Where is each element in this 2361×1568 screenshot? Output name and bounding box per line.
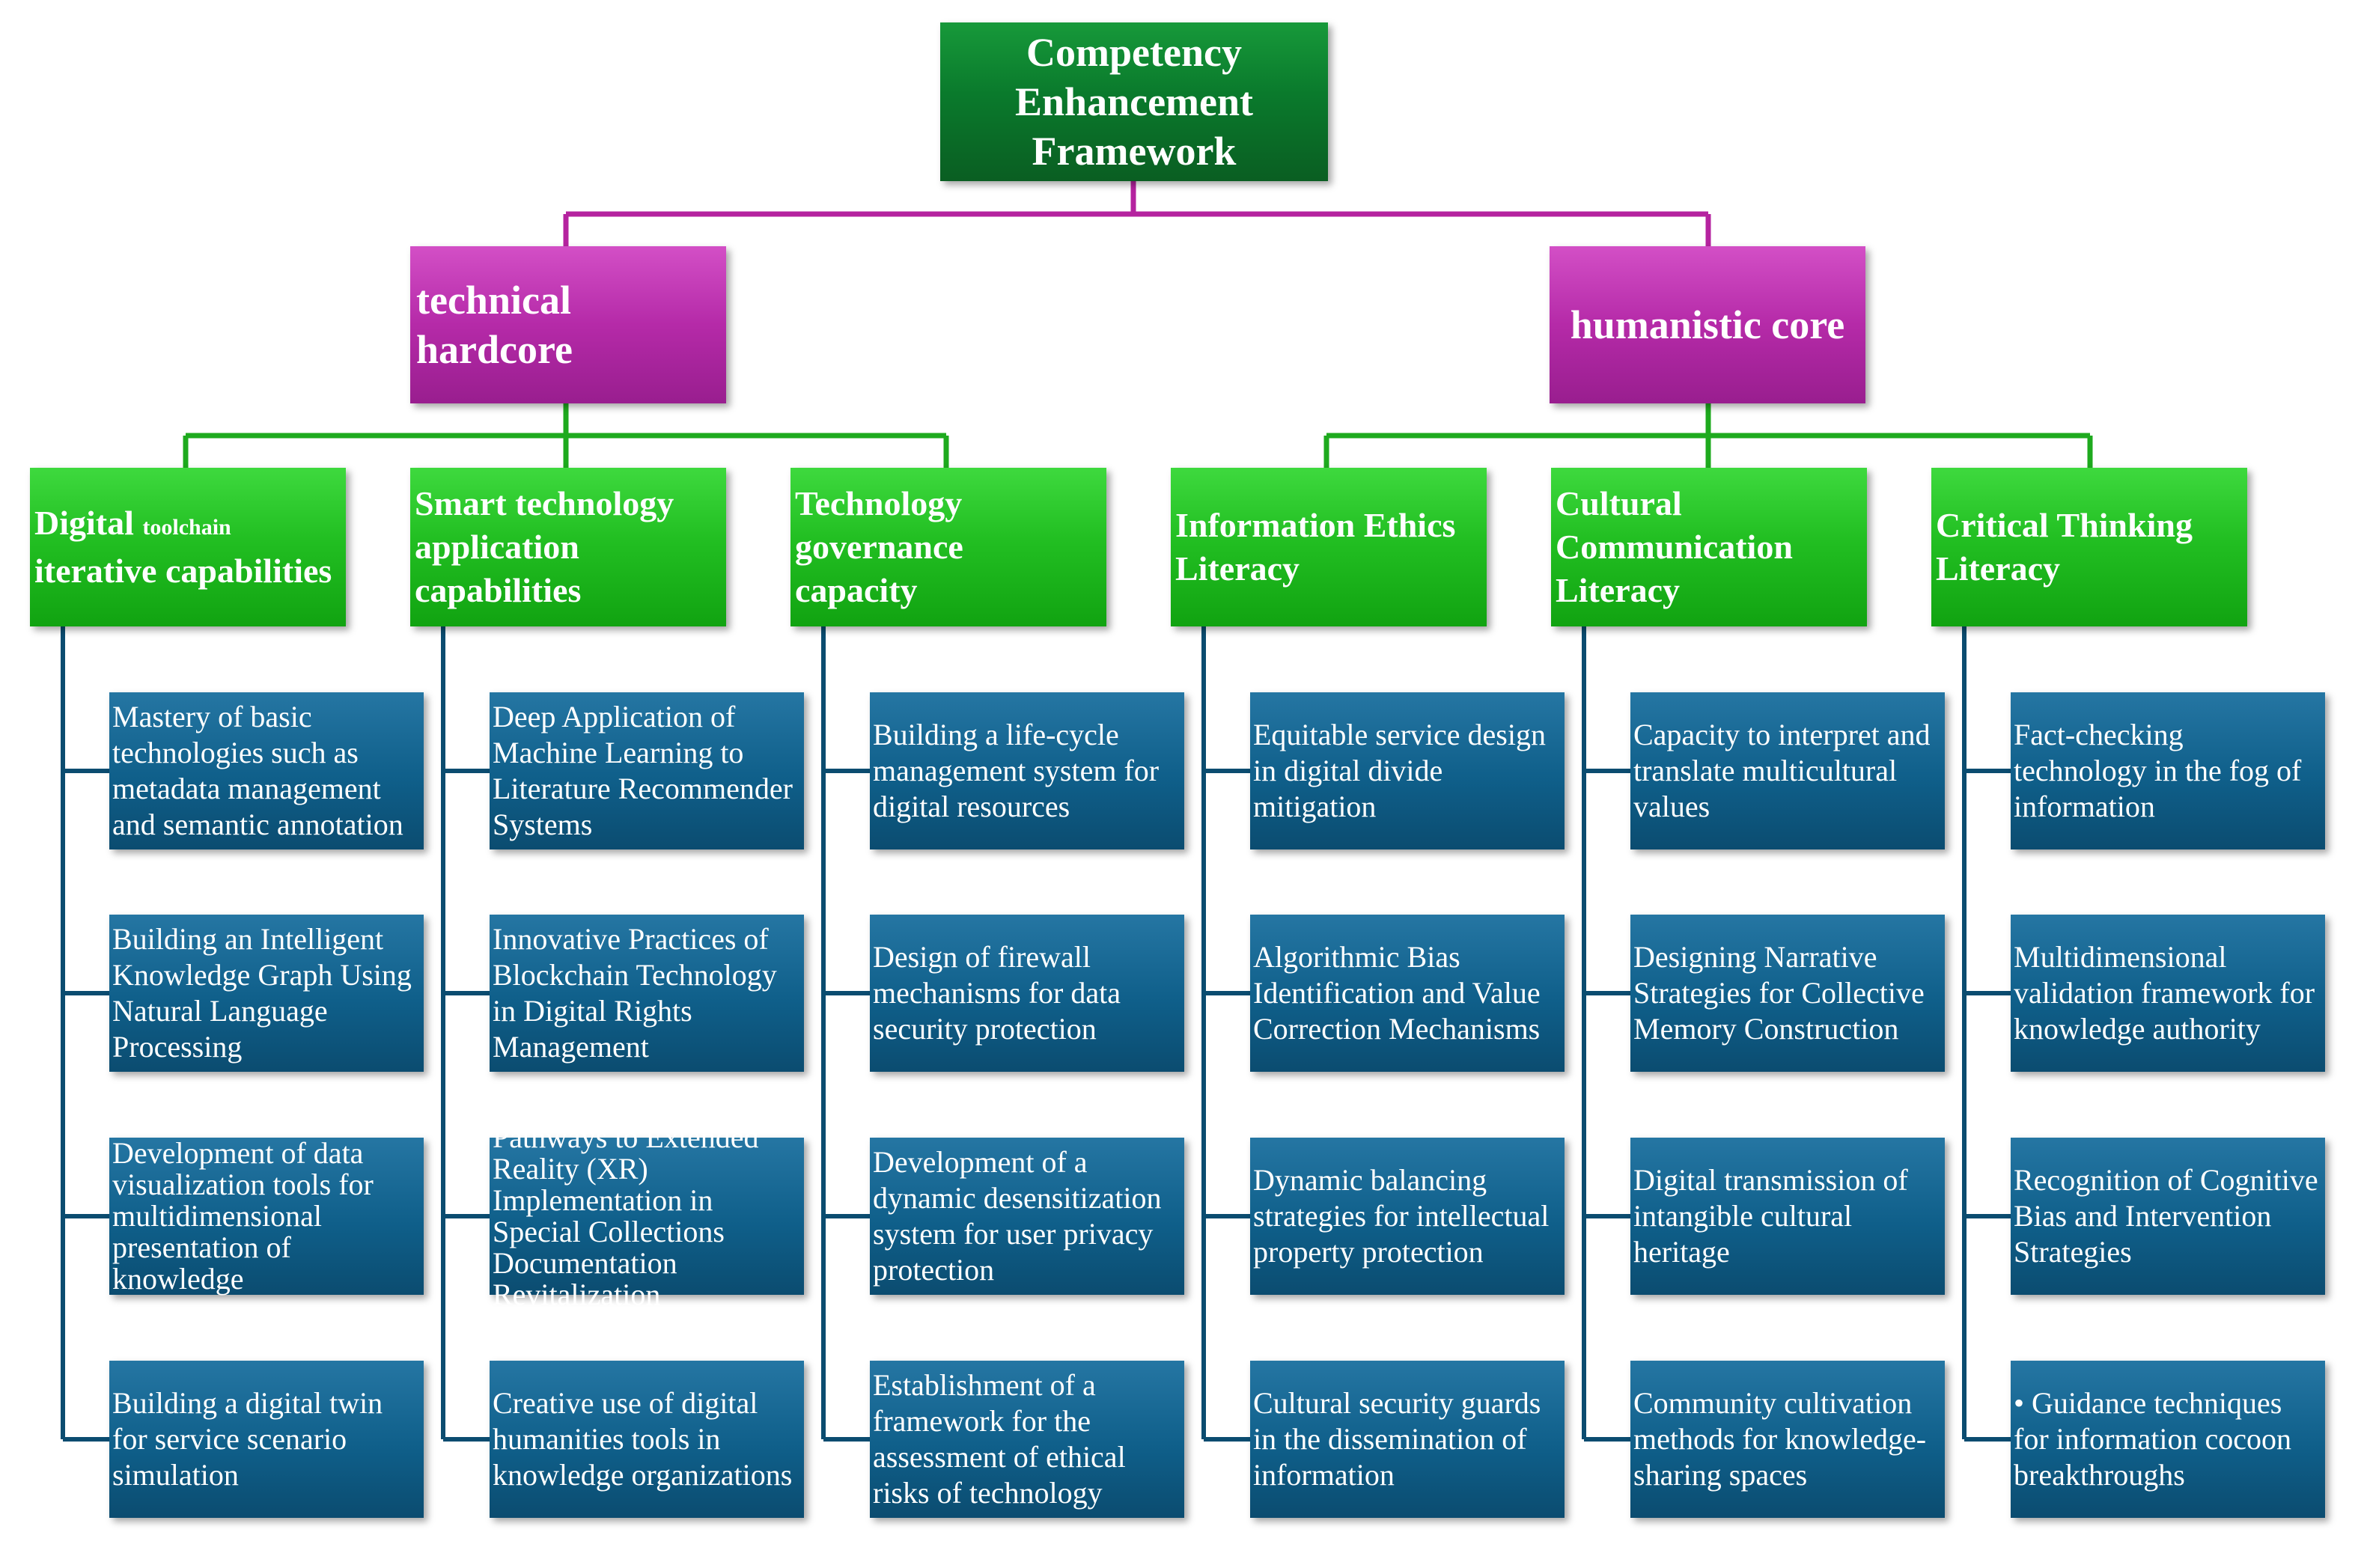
branch-technical-hardcore: technical hardcore	[410, 246, 726, 403]
leaf-item: Building an Intelligent Knowledge Graph …	[109, 915, 424, 1072]
leaf-item: Design of firewall mechanisms for data s…	[870, 915, 1184, 1072]
category-label-part: Digital	[34, 504, 134, 542]
category-information-ethics: Information Ethics Literacy	[1171, 468, 1487, 626]
leaf-item: Multidimensional validation framework fo…	[2011, 915, 2325, 1072]
leaf-item-text: Design of firewall mechanisms for data s…	[873, 940, 1121, 1046]
category-label: Information Ethics Literacy	[1175, 506, 1456, 588]
category-label: Digital toolchain iterative capabilities	[34, 501, 334, 593]
leaf-item: Development of a dynamic desensitization…	[870, 1138, 1184, 1295]
leaf-item: Innovative Practices of Blockchain Techn…	[490, 915, 804, 1072]
leaf-item-text: Cultural security guards in the dissemin…	[1253, 1386, 1541, 1492]
leaf-item-text: Building an Intelligent Knowledge Graph …	[112, 922, 412, 1064]
leaf-item-text: Building a digital twin for service scen…	[112, 1386, 383, 1492]
leaf-item-text: Community cultivation methods for knowle…	[1633, 1386, 1927, 1492]
branch-humanistic-core-label: humanistic core	[1570, 302, 1845, 347]
category-label: Cultural Communication Literacy	[1556, 484, 1793, 609]
leaf-item: Dynamic balancing strategies for intelle…	[1250, 1138, 1565, 1295]
leaf-item: Building a digital twin for service scen…	[109, 1361, 424, 1518]
leaf-item: Building a life-cycle management system …	[870, 692, 1184, 849]
leaf-item-text: Building a life-cycle management system …	[873, 718, 1160, 823]
leaf-connectors	[61, 626, 2011, 1442]
leaf-item-text: Pathways to Extended Reality (XR) Implem…	[493, 1120, 759, 1311]
leaf-item-text: Innovative Practices of Blockchain Techn…	[493, 922, 777, 1064]
leaf-item-text: Fact-checking technology in the fog of i…	[2014, 718, 2302, 823]
category-label-part: iterative capabilities	[34, 552, 332, 590]
leaf-item-text: Capacity to interpret and translate mult…	[1633, 718, 1931, 823]
leaf-item-text: Digital transmission of intangible cultu…	[1633, 1163, 1908, 1269]
leaf-item: Algorithmic Bias Identification and Valu…	[1250, 915, 1565, 1072]
leaf-item-text: Development of a dynamic desensitization…	[873, 1145, 1162, 1287]
leaf-item-text: Development of data visualization tools …	[112, 1136, 374, 1296]
leaf-item-text: Establishment of a framework for the ass…	[873, 1368, 1126, 1510]
leaf-item: Equitable service design in digital divi…	[1250, 692, 1565, 849]
leaf-item-text: Recognition of Cognitive Bias and Interv…	[2014, 1163, 2318, 1269]
leaf-item: Mastery of basic technologies such as me…	[109, 692, 424, 849]
category-critical-thinking: Critical Thinking Literacy	[1931, 468, 2247, 626]
leaf-item: Recognition of Cognitive Bias and Interv…	[2011, 1138, 2325, 1295]
leaf-item: Creative use of digital humanities tools…	[490, 1361, 804, 1518]
category-label: Technology governance capacity	[795, 484, 963, 609]
category-digital-toolchain: Digital toolchain iterative capabilities	[30, 468, 346, 626]
leaf-item-text: Multidimensional validation framework fo…	[2014, 940, 2315, 1046]
leaf-item-text: Creative use of digital humanities tools…	[493, 1386, 793, 1492]
category-smart-technology: Smart technology application capabilitie…	[410, 468, 726, 626]
branch-technical-hardcore-label: technical hardcore	[416, 278, 573, 372]
leaf-item: • Guidance techniques for information co…	[2011, 1361, 2325, 1518]
leaf-item-text: • Guidance techniques for information co…	[2014, 1386, 2291, 1492]
leaf-item: Establishment of a framework for the ass…	[870, 1361, 1184, 1518]
category-label: Critical Thinking Literacy	[1936, 506, 2193, 588]
leaf-item: Digital transmission of intangible cultu…	[1630, 1138, 1945, 1295]
framework-title: Competency Enhancement Framework	[940, 22, 1328, 181]
leaf-item: Capacity to interpret and translate mult…	[1630, 692, 1945, 849]
category-cultural-communication: Cultural Communication Literacy	[1551, 468, 1867, 626]
leaf-item: Designing Narrative Strategies for Colle…	[1630, 915, 1945, 1072]
leaf-item-text: Deep Application of Machine Learning to …	[493, 700, 793, 841]
category-label: Smart technology application capabilitie…	[415, 484, 674, 609]
branch-connectors	[183, 403, 2093, 468]
leaf-item: Pathways to Extended Reality (XR) Implem…	[490, 1122, 804, 1311]
framework-title-text: Competency Enhancement Framework	[1014, 30, 1253, 174]
leaf-item-text: Equitable service design in digital divi…	[1253, 718, 1546, 823]
leaf-item: Fact-checking technology in the fog of i…	[2011, 692, 2325, 849]
leaf-item-text: Mastery of basic technologies such as me…	[112, 700, 403, 841]
leaf-item-text: Dynamic balancing strategies for intelle…	[1253, 1163, 1550, 1269]
leaf-item: Development of data visualization tools …	[109, 1138, 424, 1295]
root-connectors	[563, 181, 1711, 246]
leaf-item: Community cultivation methods for knowle…	[1630, 1361, 1945, 1518]
branch-humanistic-core: humanistic core	[1550, 246, 1865, 403]
leaf-item-text: Algorithmic Bias Identification and Valu…	[1253, 940, 1541, 1046]
leaf-item-text: Designing Narrative Strategies for Colle…	[1633, 940, 1925, 1046]
category-label-small: toolchain	[142, 515, 231, 540]
category-technology-governance: Technology governance capacity	[790, 468, 1106, 626]
leaf-item: Deep Application of Machine Learning to …	[490, 692, 804, 849]
leaf-item: Cultural security guards in the dissemin…	[1250, 1361, 1565, 1518]
